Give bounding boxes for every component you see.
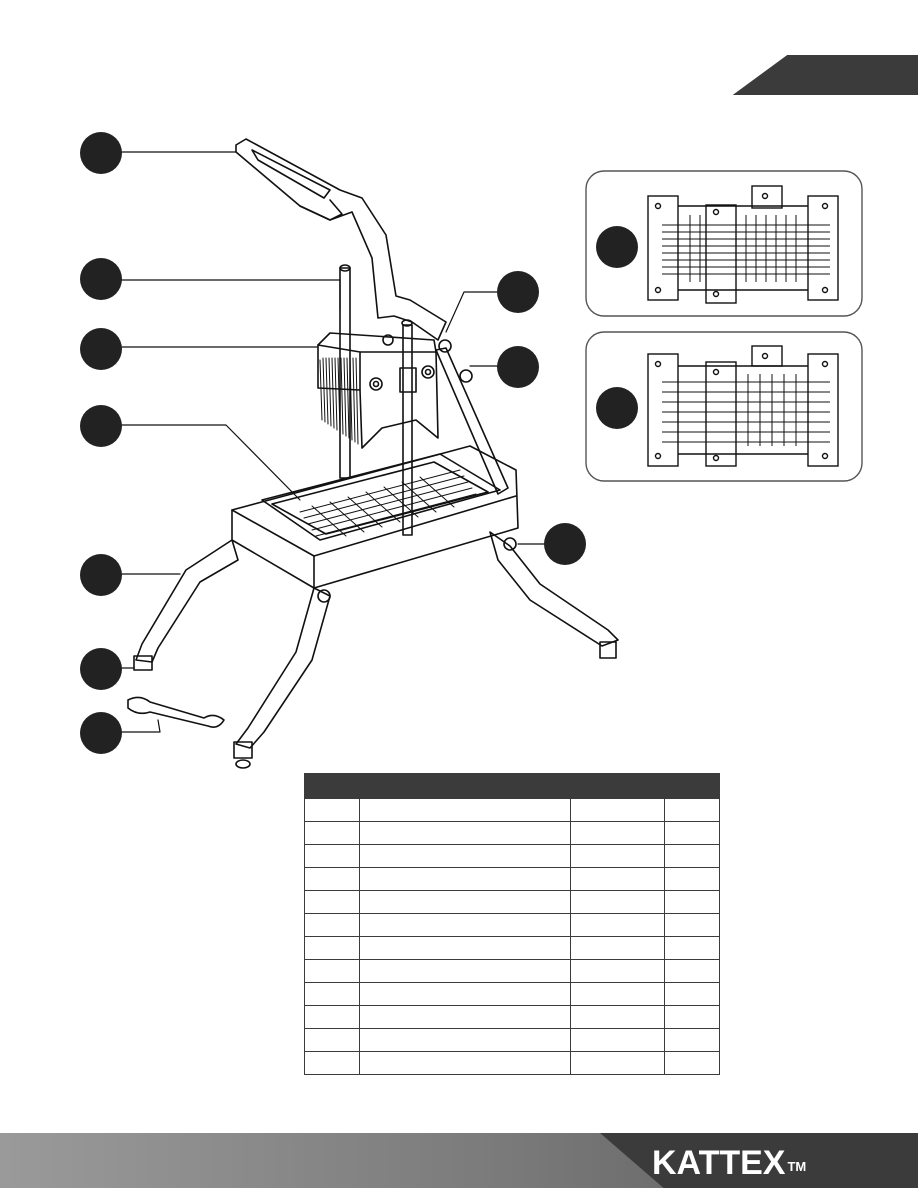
brand-name: KATTEX	[652, 1144, 786, 1182]
column-header	[304, 773, 360, 798]
callout-leaders	[121, 151, 545, 733]
table-cell	[359, 1005, 571, 1029]
table-row	[304, 890, 720, 914]
wrench-part	[127, 696, 225, 728]
table-row	[304, 1051, 720, 1075]
brand-trademark: TM	[787, 1159, 807, 1174]
callout-marker	[596, 226, 638, 268]
table-cell	[304, 936, 360, 960]
callout-marker	[596, 387, 638, 429]
callout-marker	[497, 271, 539, 313]
table-cell	[304, 1028, 360, 1052]
table-cell	[359, 890, 571, 914]
table-cell	[359, 796, 571, 822]
callout-marker	[544, 523, 586, 565]
table-cell	[570, 1005, 665, 1029]
callout-markers	[80, 132, 638, 754]
table-cell	[304, 844, 360, 868]
table-row	[304, 982, 720, 1006]
table-cell	[359, 913, 571, 937]
table-cell	[664, 890, 720, 914]
base-blade-grid	[299, 469, 477, 537]
table-cell	[359, 959, 571, 983]
table-row	[304, 1005, 720, 1029]
table-cell	[570, 959, 665, 983]
table-row	[304, 844, 720, 868]
table-row	[304, 1028, 720, 1052]
callout-marker	[80, 554, 122, 596]
table-cell	[304, 821, 360, 845]
table-cell	[359, 936, 571, 960]
blade-assembly-panel-bottom	[585, 331, 863, 482]
table-row	[304, 936, 720, 960]
table-cell	[570, 821, 665, 845]
table-cell	[664, 844, 720, 868]
callout-marker	[80, 648, 122, 690]
column-header	[664, 773, 720, 798]
table-cell	[664, 1051, 720, 1075]
table-body	[304, 796, 720, 1075]
table-cell	[359, 982, 571, 1006]
exploded-parts-diagram	[80, 132, 863, 769]
handle-part	[235, 138, 447, 341]
table-cell	[570, 1028, 665, 1052]
table-cell	[570, 796, 665, 822]
table-cell	[664, 821, 720, 845]
table-cell	[570, 1051, 665, 1075]
table-cell	[664, 936, 720, 960]
table-cell	[359, 1051, 571, 1075]
pusher-block-part	[317, 332, 473, 449]
table-cell	[664, 1028, 720, 1052]
table-cell	[570, 913, 665, 937]
blade-assembly-panel-top	[585, 170, 863, 317]
table-cell	[304, 1005, 360, 1029]
table-cell	[304, 796, 360, 822]
pusher-blades	[319, 357, 359, 445]
table-cell	[664, 913, 720, 937]
table-row	[304, 867, 720, 891]
table-cell	[304, 890, 360, 914]
table-cell	[359, 1028, 571, 1052]
table-cell	[664, 1005, 720, 1029]
callout-marker	[80, 132, 122, 174]
table-row	[304, 821, 720, 845]
column-header	[359, 773, 571, 798]
table-cell	[304, 1051, 360, 1075]
table-cell	[664, 796, 720, 822]
table-cell	[570, 867, 665, 891]
table-cell	[570, 890, 665, 914]
table-cell	[664, 959, 720, 983]
table-cell	[570, 982, 665, 1006]
table-cell	[304, 867, 360, 891]
table-cell	[664, 867, 720, 891]
callout-marker	[497, 346, 539, 388]
table-cell	[664, 982, 720, 1006]
table-cell	[359, 844, 571, 868]
link-arm-part	[435, 347, 509, 495]
table-row	[304, 796, 720, 822]
callout-marker	[80, 258, 122, 300]
callout-marker	[80, 405, 122, 447]
table-cell	[359, 821, 571, 845]
base-frame-part	[231, 445, 519, 589]
callout-marker	[80, 712, 122, 754]
parts-list-table	[304, 773, 720, 1075]
table-cell	[304, 982, 360, 1006]
table-cell	[570, 844, 665, 868]
table-row	[304, 913, 720, 937]
table-cell	[570, 936, 665, 960]
table-cell	[304, 959, 360, 983]
legs-part	[133, 531, 619, 769]
callout-marker	[80, 328, 122, 370]
table-header-row	[304, 773, 720, 798]
table-cell	[359, 867, 571, 891]
column-header	[570, 773, 665, 798]
table-row	[304, 959, 720, 983]
table-cell	[304, 913, 360, 937]
